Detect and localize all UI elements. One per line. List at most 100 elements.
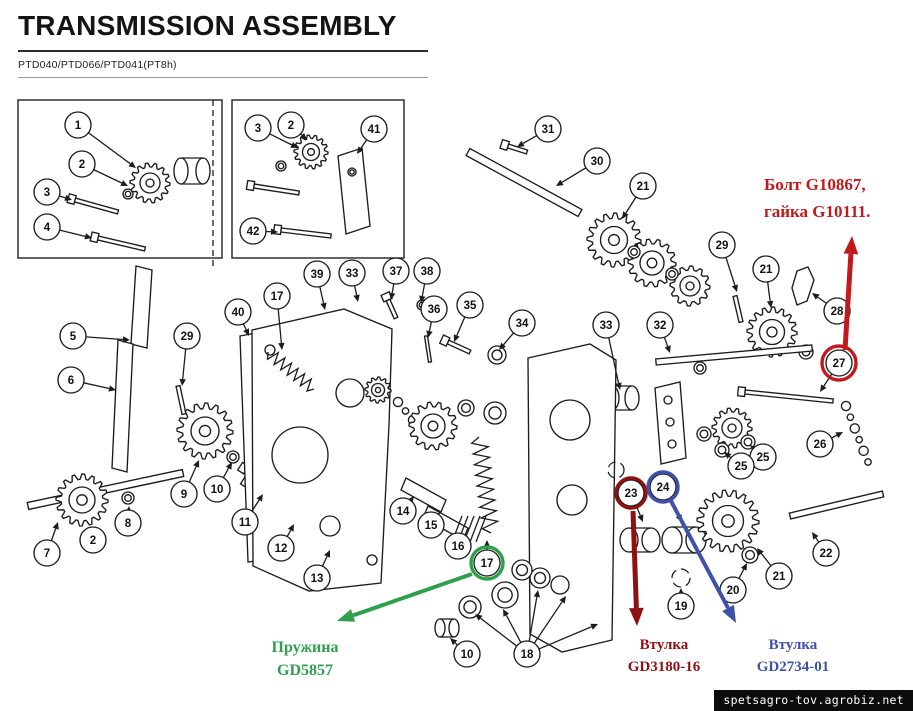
- hole: [665, 417, 675, 427]
- bushing-gd2734-note-text: Втулка: [769, 637, 818, 653]
- leader-arrowhead: [225, 462, 232, 470]
- leader-arrowhead: [483, 540, 491, 547]
- leader-arrowhead: [278, 342, 285, 350]
- callout-number-26: 26: [814, 439, 827, 451]
- gear-bore: [646, 257, 658, 269]
- leader-arrowhead: [724, 452, 732, 459]
- callout-22: [812, 539, 840, 567]
- gear-bore: [427, 420, 439, 432]
- callout-6: [57, 366, 85, 394]
- shaft-part: [175, 384, 187, 416]
- callout-29: [708, 231, 736, 259]
- leader-arrowhead: [664, 345, 671, 353]
- bolt-head: [736, 386, 747, 398]
- leader-arrowhead: [357, 146, 364, 154]
- title-divider: [18, 50, 428, 52]
- bushing-gd3180-note-text: Втулка: [640, 637, 689, 653]
- callout-number-40: 40: [232, 307, 245, 319]
- callout-number-31: 31: [542, 124, 555, 136]
- plate-part: [111, 339, 134, 473]
- leader-arrowhead: [193, 460, 200, 468]
- washer-hole: [668, 270, 676, 278]
- gear-bore: [374, 386, 382, 394]
- bolt-head: [66, 192, 78, 206]
- leader-line: [815, 537, 820, 543]
- washer-hole: [630, 248, 638, 256]
- callout-19: [667, 592, 695, 620]
- gear-bore: [727, 423, 737, 433]
- bushing-part: [641, 527, 661, 553]
- plate-part: [791, 266, 815, 306]
- callout-number-13: 13: [311, 573, 324, 585]
- hole: [550, 575, 570, 595]
- hole: [335, 378, 365, 408]
- plate-part: [130, 265, 153, 349]
- callout-18: [513, 640, 541, 668]
- callout-10: [203, 475, 231, 503]
- callout-number-35: 35: [464, 300, 477, 312]
- stack-part: [475, 515, 487, 543]
- callout-number-20: 20: [727, 585, 740, 597]
- bolt-shank: [385, 298, 399, 320]
- leader-arrowhead: [820, 384, 827, 392]
- callout-13: [303, 564, 331, 592]
- watermark: spetsagro-tov.agrobiz.net: [714, 690, 913, 711]
- callout-number-19: 19: [675, 601, 688, 613]
- callout-number-4: 4: [44, 222, 51, 234]
- leader-line: [760, 553, 772, 567]
- bolt-shank: [73, 197, 120, 215]
- leader-arrowhead: [122, 336, 130, 343]
- callout-12: [267, 534, 295, 562]
- callout-number-17: 17: [271, 291, 284, 303]
- washer-hole: [491, 349, 503, 361]
- callout-21: [629, 172, 657, 200]
- callout-number-11: 11: [239, 517, 252, 529]
- leader-line: [251, 499, 260, 512]
- leader-line: [522, 134, 538, 145]
- callout-24: [649, 473, 677, 501]
- gear-bore: [145, 178, 155, 188]
- leader-line: [391, 283, 395, 294]
- shaft-part: [788, 490, 885, 520]
- washer-hole: [124, 190, 132, 198]
- spring-note-arrow: [352, 572, 473, 618]
- inset-box: [231, 99, 405, 259]
- leader-line: [528, 596, 538, 642]
- leader-arrowhead: [475, 614, 483, 621]
- callout-30: [583, 147, 611, 175]
- washer-hole: [515, 563, 529, 577]
- bolt-note-arrow: [842, 253, 854, 351]
- washer-hole: [497, 587, 513, 603]
- washer-hole: [743, 437, 753, 447]
- bushing-gd3180-note-arrow: [630, 510, 639, 609]
- hole: [549, 399, 591, 441]
- washer-hole: [744, 549, 756, 561]
- bushing-gd2734-note-arrowhead: [722, 604, 736, 623]
- leader-arrowhead: [324, 550, 330, 558]
- leader-line: [456, 316, 466, 336]
- leader-arrowhead: [499, 342, 506, 350]
- washer-hole: [124, 494, 132, 502]
- leader-arrowhead: [812, 532, 819, 540]
- hole: [667, 439, 677, 449]
- bushing-end: [173, 157, 189, 185]
- leader-line: [538, 626, 592, 650]
- leader-line: [831, 434, 838, 439]
- callout-number-38: 38: [421, 266, 434, 278]
- callout-number-28: 28: [831, 306, 844, 318]
- inset-box: [17, 99, 223, 259]
- leader-arrowhead: [637, 514, 644, 522]
- plate-part: [337, 147, 371, 235]
- callout-23: [617, 479, 645, 507]
- bushing-part: [195, 157, 211, 185]
- leader-arrowhead: [52, 522, 59, 530]
- hole: [366, 554, 378, 566]
- bushing-part: [448, 618, 460, 638]
- leader-line: [286, 529, 292, 537]
- leader-line: [59, 195, 66, 199]
- leader-arrowhead: [556, 179, 564, 186]
- leader-line: [222, 467, 230, 478]
- bolt-shank: [446, 339, 472, 355]
- callout-36: [420, 295, 448, 323]
